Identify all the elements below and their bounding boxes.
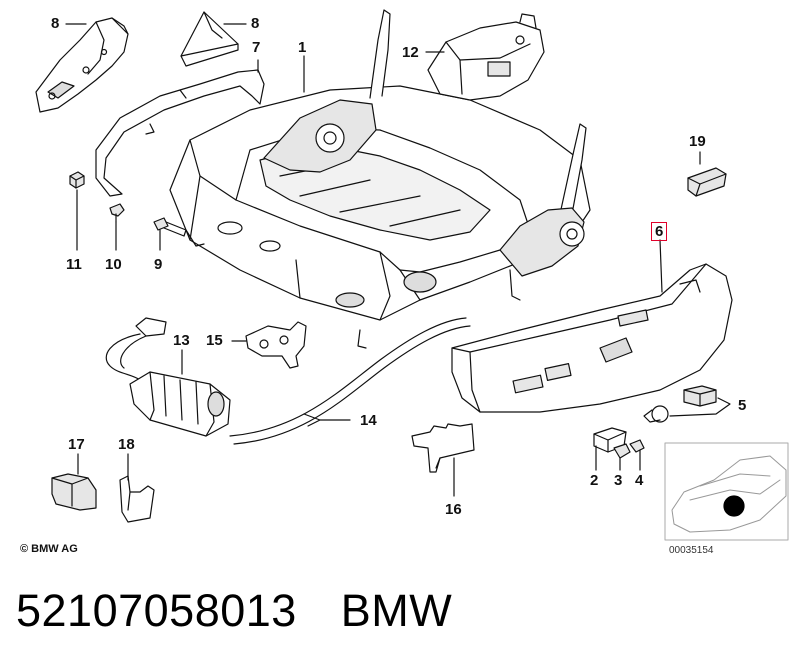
callout-7: 7	[252, 39, 261, 56]
callout-16: 16	[445, 501, 462, 518]
part-19-rubber-cap	[687, 167, 727, 197]
part-3-knob	[613, 443, 631, 459]
callout-9: 9	[154, 256, 163, 273]
part-17-clip	[51, 473, 97, 511]
callout-15: 15	[206, 332, 223, 349]
parts-diagram	[35, 9, 789, 541]
callout-19: 19	[689, 133, 706, 150]
callout-18: 18	[118, 436, 135, 453]
callout-12: 12	[402, 44, 419, 61]
part-1-seat-frame	[169, 9, 591, 349]
callout-14: 14	[360, 412, 377, 429]
callout-5: 5	[738, 397, 747, 414]
part-8-left-bracket	[35, 17, 129, 113]
part-7-trim-strip	[95, 69, 265, 197]
part-caption: 52107058013 BMW	[16, 585, 496, 637]
part-9-bolt	[153, 217, 187, 237]
part-number: 52107058013	[16, 585, 297, 636]
part-14-cable	[229, 317, 471, 445]
part-10-clip	[109, 203, 125, 223]
callout-11: 11	[66, 256, 82, 273]
part-16-connector-bracket	[411, 423, 475, 473]
part-4-cap	[629, 439, 645, 453]
car-locator-inset	[664, 442, 789, 541]
callout-10: 10	[105, 256, 122, 273]
part-15-bracket	[245, 321, 307, 369]
part-11-nut	[69, 171, 85, 189]
callout-6: 6	[651, 222, 668, 241]
part-18-retainer	[119, 475, 155, 523]
leader-line-14	[303, 413, 351, 427]
callout-17: 17	[68, 436, 85, 453]
leader-line-5	[669, 397, 731, 417]
part-12-gear-housing	[427, 13, 545, 101]
part-6-side-trim	[451, 263, 733, 413]
part-5-switch-knob	[643, 385, 717, 423]
reference-number: 00035154	[669, 545, 714, 556]
callout-3: 3	[614, 472, 623, 489]
callout-8b: 8	[251, 15, 260, 32]
part-13-motor	[105, 317, 231, 437]
seat-location-dot	[723, 495, 745, 517]
callout-2: 2	[590, 472, 599, 489]
leader-line-6	[659, 239, 663, 293]
callout-1: 1	[298, 39, 307, 56]
copyright-notice: © BMW AG	[20, 543, 78, 555]
brand-name: BMW	[340, 585, 453, 636]
callout-4: 4	[635, 472, 644, 489]
part-8-triangle-cover	[180, 11, 239, 67]
callout-13: 13	[173, 332, 190, 349]
callout-8a: 8	[51, 15, 60, 32]
